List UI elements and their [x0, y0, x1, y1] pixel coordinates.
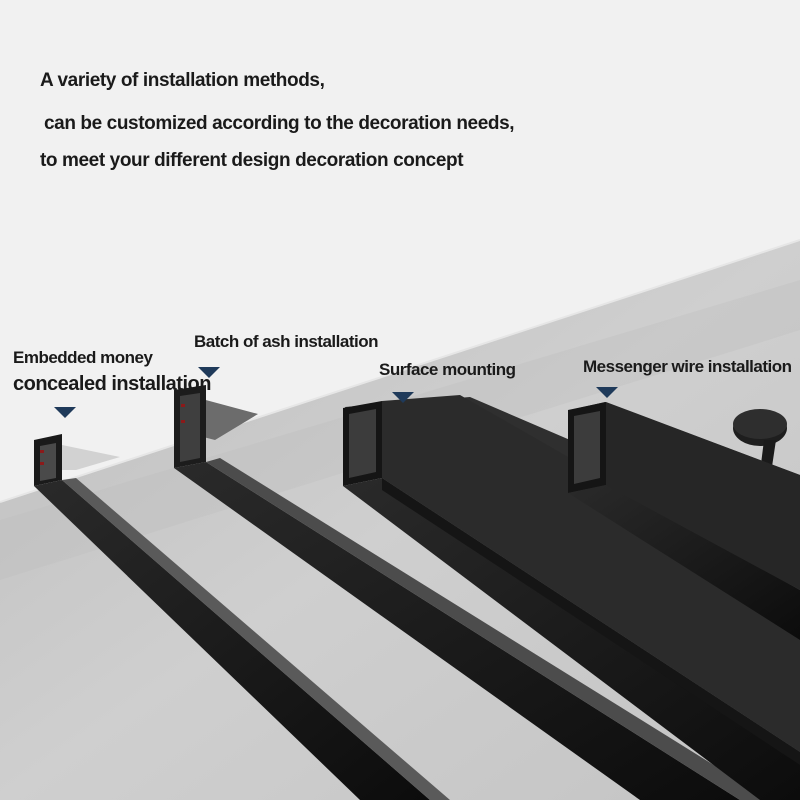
- label-embedded-line-2: concealed installation: [13, 373, 211, 395]
- marker-plaster: [198, 367, 220, 378]
- marker-embedded: [54, 407, 76, 418]
- headline-line-1: A variety of installation methods,: [40, 70, 325, 91]
- track-suspended: [568, 402, 800, 640]
- marker-surface: [392, 392, 414, 403]
- marker-suspended: [596, 387, 618, 398]
- track-plaster: [174, 385, 770, 800]
- ceiling-edge: [0, 239, 800, 503]
- headline-line-2: can be customized according to the decor…: [44, 113, 515, 134]
- label-surface-mounting: Surface mounting: [379, 360, 516, 379]
- track-surface: [343, 395, 800, 800]
- headline-line-3: to meet your different design decoration…: [40, 150, 464, 171]
- label-messenger-wire: Messenger wire installation: [583, 357, 792, 376]
- label-plaster-installation: Batch of ash installation: [194, 332, 378, 351]
- label-embedded-line-1: Embedded money: [13, 348, 153, 367]
- track-embedded: [34, 434, 450, 800]
